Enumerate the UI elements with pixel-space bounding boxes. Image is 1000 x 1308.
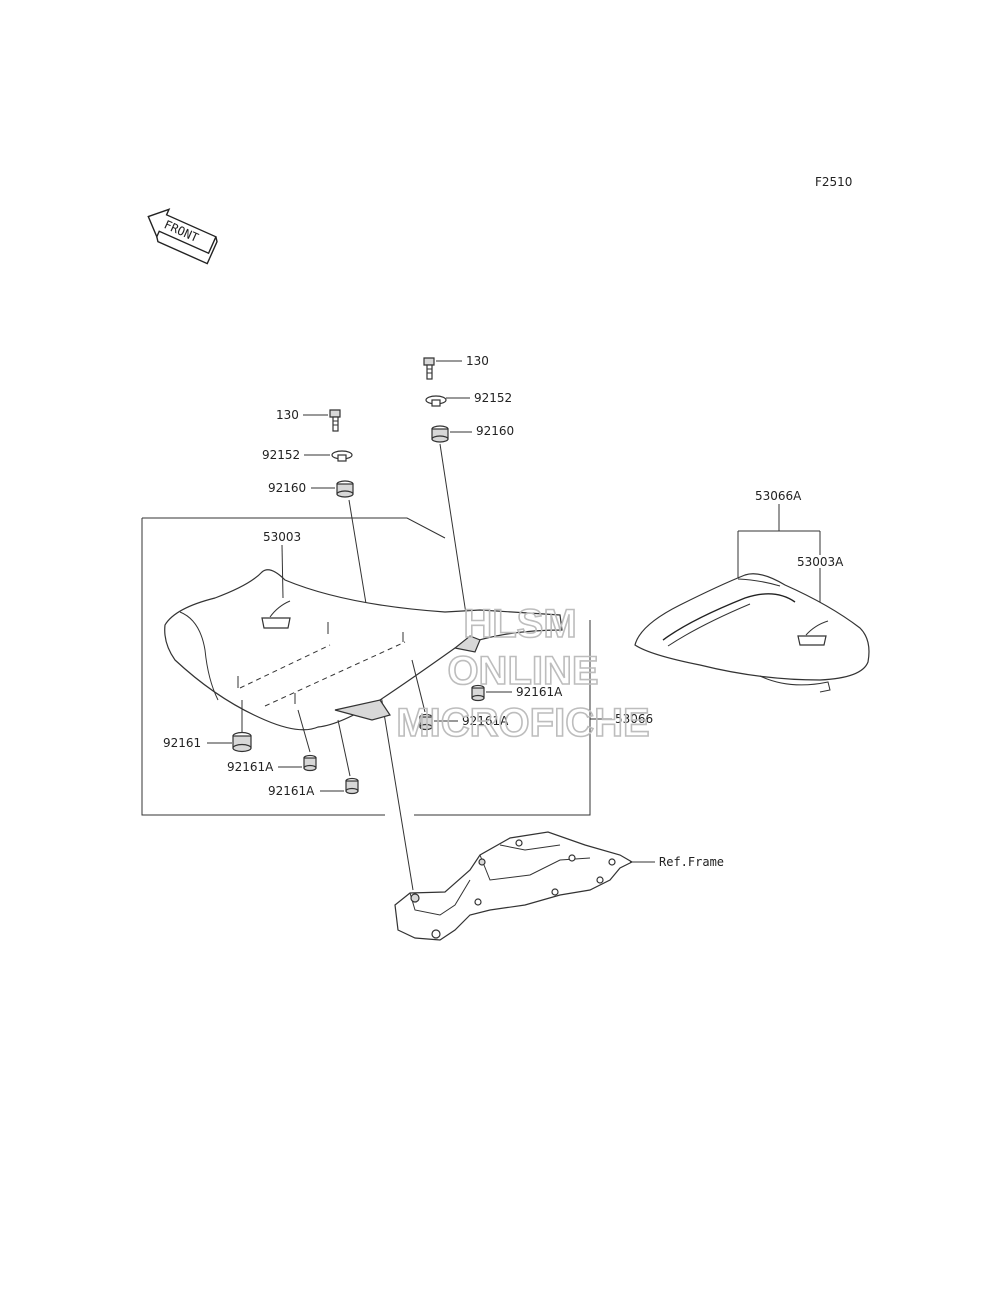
watermark-line-1: HLSM [463,602,576,646]
damper-92161a-icon-3 [419,713,433,731]
label-ref-frame: Ref.Frame [659,855,724,869]
label-53066: 53066 [615,712,653,726]
label-92160-right: 92160 [476,424,514,438]
front-arrow-icon: FRONT [147,208,218,265]
rear-seat-cowl-icon [634,573,870,693]
label-92161: 92161 [163,736,201,750]
figure-code: F2510 [815,175,852,189]
seat-assembly-box [141,517,591,816]
bolt-right-icon [423,357,435,380]
damper-left-icon [336,480,354,498]
label-92161a-3: 92161A [462,714,509,728]
label-92161a-4: 92161A [516,685,563,699]
damper-right-icon [431,425,449,443]
front-seat-icon [164,569,563,777]
label-92161a-2: 92161A [268,784,315,798]
bolt-left-icon [329,409,341,432]
label-92152-right: 92152 [474,391,512,405]
damper-92161a-icon-4 [471,684,485,702]
label-92160-left: 92160 [268,481,306,495]
label-130-left: 130 [276,408,299,422]
watermark-line-3: MICROFICHE [396,701,649,745]
frame-icon [394,831,634,941]
label-130-right: 130 [466,354,489,368]
label-92161a-1: 92161A [227,760,274,774]
label-53003: 53003 [263,530,301,544]
washer-right-icon [425,395,447,407]
label-92152-left: 92152 [262,448,300,462]
label-53003a: 53003A [797,555,844,569]
damper-92161-icon [232,731,252,753]
damper-92161a-icon-2 [345,777,359,795]
watermark-line-2: ONLINE [447,649,598,693]
washer-left-icon [331,450,353,462]
label-53066a: 53066A [755,489,802,503]
damper-92161a-icon-1 [303,754,317,772]
